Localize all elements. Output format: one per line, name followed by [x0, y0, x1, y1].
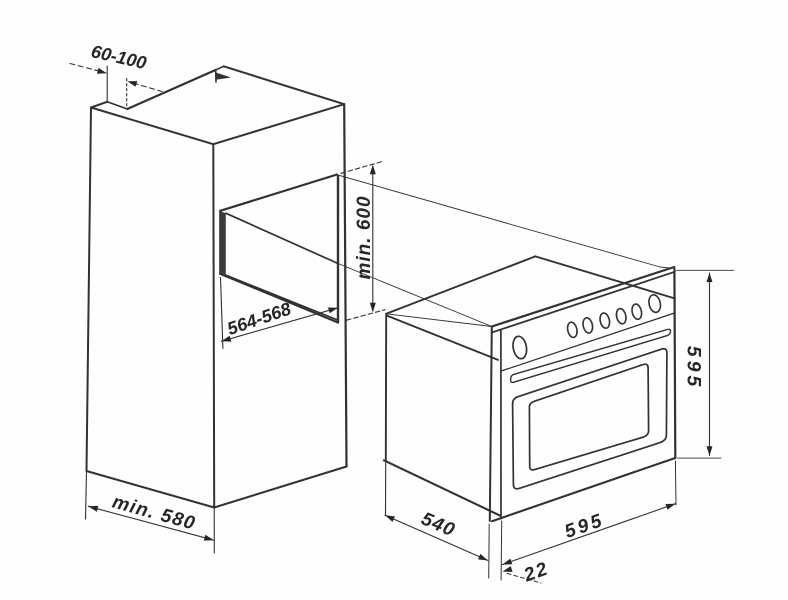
svg-text:595: 595: [683, 346, 705, 391]
svg-text:min. 600: min. 600: [354, 195, 375, 279]
